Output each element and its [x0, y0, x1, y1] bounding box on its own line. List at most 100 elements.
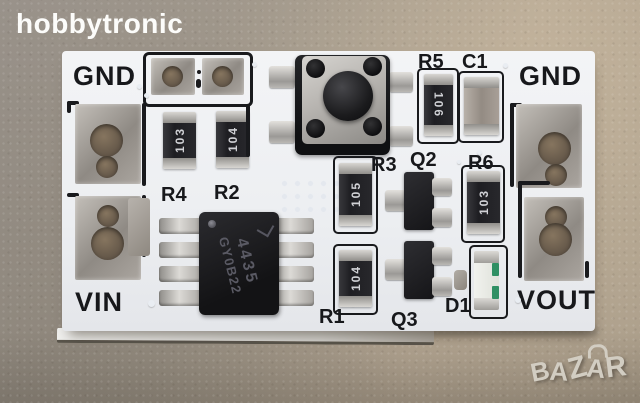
board-shadow	[426, 326, 598, 336]
transistor-body	[404, 172, 434, 230]
mount-hole	[545, 164, 567, 186]
silkscreen-bracket	[518, 181, 550, 185]
solder-blob	[454, 270, 467, 290]
resistor-cap	[339, 250, 372, 261]
via	[503, 63, 508, 68]
silkscreen-outline-d1	[469, 245, 508, 319]
copper-pad	[128, 198, 150, 256]
via	[137, 84, 142, 89]
resistor-r2: 104	[216, 111, 249, 168]
label-r2: R2	[214, 182, 240, 204]
label-r5: R5	[418, 51, 444, 73]
vout-pad	[524, 197, 584, 281]
button-plunger	[323, 71, 373, 121]
led-d1	[474, 251, 499, 310]
via	[144, 93, 149, 98]
capacitor-c1	[464, 77, 499, 135]
silkscreen-bracket	[67, 193, 79, 197]
polarity-mark	[196, 79, 201, 88]
via	[252, 62, 257, 67]
ic-lead	[271, 242, 314, 258]
gnd-left-pad	[75, 104, 141, 184]
capacitor-end	[464, 124, 499, 135]
button-leg	[389, 126, 413, 146]
button-corner-rivet	[306, 119, 325, 138]
resistor-cap	[339, 163, 372, 174]
mount-hole	[545, 206, 567, 228]
silkscreen-outline-r1	[333, 244, 378, 315]
resistor-r5: 106	[424, 74, 453, 136]
resistor-r3: 105	[339, 163, 372, 226]
connector-pad	[202, 58, 244, 95]
label-r6: R6	[468, 152, 494, 174]
silkscreen-bracket	[142, 103, 146, 186]
label-r3: R3	[371, 154, 397, 176]
resistor-r2-marking: 104	[225, 126, 240, 153]
resistor-r4-marking: 103	[172, 127, 187, 154]
led-cathode-mark	[492, 263, 499, 276]
resistor-cap	[216, 157, 249, 168]
transistor-body	[404, 241, 434, 299]
connector-footprint	[143, 52, 253, 107]
button-corner-rivet	[363, 117, 382, 136]
label-d1: D1	[445, 295, 471, 317]
button-leg	[389, 72, 413, 92]
ic-lead	[271, 266, 314, 282]
transistor-lead	[385, 259, 406, 280]
hobbytronic-watermark: hobbytronic	[16, 8, 184, 39]
button-corner-rivet	[306, 59, 325, 78]
resistor-cap	[424, 125, 453, 136]
capacitor-body	[464, 88, 499, 124]
via	[148, 300, 155, 307]
resistor-cap	[424, 74, 453, 85]
resistor-cap	[467, 171, 500, 182]
ic-lead	[159, 242, 204, 258]
transistor-q2	[385, 171, 455, 231]
capacitor-end	[464, 77, 499, 88]
transistor-lead	[432, 247, 452, 265]
led-end	[474, 251, 499, 263]
transistor-q3	[385, 240, 455, 300]
bazar-logo: BAZAR	[528, 343, 636, 403]
led-end	[474, 298, 499, 310]
resistor-cap	[339, 296, 372, 307]
mount-hole	[96, 156, 118, 178]
via	[477, 150, 482, 155]
transistor-lead	[432, 208, 452, 227]
connector-pad	[151, 58, 195, 95]
resistor-cap	[163, 112, 196, 123]
mount-hole	[90, 124, 123, 157]
mount-hole	[97, 205, 119, 227]
transistor-lead	[432, 178, 452, 196]
resistor-r3-marking: 105	[348, 181, 363, 208]
ic-lead	[159, 218, 204, 234]
pcb-board: GND GND VIN VOUT	[62, 51, 595, 331]
ic-lead	[159, 266, 204, 282]
resistor-cap	[339, 215, 372, 226]
mount-hole	[538, 132, 571, 165]
transistor-lead	[432, 277, 452, 296]
connector-hole	[162, 66, 183, 87]
mount-hole	[91, 227, 124, 260]
silkscreen-outline-r6	[461, 165, 505, 243]
resistor-cap	[216, 111, 249, 122]
button-corner-rivet	[363, 57, 382, 76]
label-r1: R1	[319, 306, 345, 328]
via-grid	[278, 177, 350, 217]
via	[457, 160, 461, 164]
resistor-cap	[163, 158, 196, 169]
polarity-dot	[197, 70, 201, 74]
silkscreen-bracket	[246, 105, 250, 157]
label-r4: R4	[161, 184, 187, 206]
resistor-r4: 103	[163, 112, 196, 169]
button-leg	[269, 66, 295, 88]
resistor-r1-marking: 104	[348, 265, 363, 292]
ic-soic8: 4435 GY0B22	[159, 211, 315, 317]
ic-lead	[271, 290, 314, 306]
button-leg	[269, 121, 295, 143]
via	[515, 297, 521, 303]
transistor-lead	[385, 190, 406, 211]
mount-hole	[539, 223, 572, 256]
silkscreen-bracket	[510, 103, 514, 187]
